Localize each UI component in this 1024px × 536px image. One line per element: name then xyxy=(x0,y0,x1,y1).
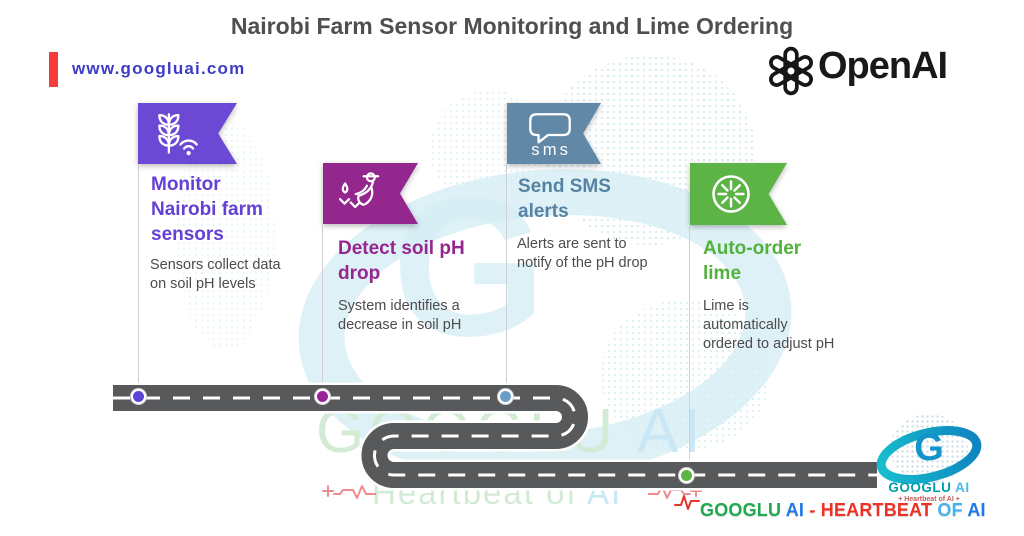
step3-connector-line xyxy=(506,165,507,393)
googlu-logo-tagline: + Heartbeat of AI + xyxy=(898,496,960,503)
googlu-g-watermark-letter: G xyxy=(392,156,547,377)
step1-flag xyxy=(138,103,237,164)
step4-connector-line xyxy=(689,227,690,472)
step1-connector-line xyxy=(138,165,139,393)
page-title: Nairobi Farm Sensor Monitoring and Lime … xyxy=(230,13,794,39)
step3-heading: Send SMS alerts xyxy=(518,176,611,222)
googlu-g-letter: G xyxy=(914,427,944,469)
step2-road-dot xyxy=(315,389,330,404)
lime-slice-icon xyxy=(712,175,750,213)
step4-flag xyxy=(690,163,787,225)
step3-description: Alerts are sent to notify of the pH drop xyxy=(517,236,648,271)
farmer-planting-icon xyxy=(338,172,380,209)
sms-icon-label: sms xyxy=(531,140,571,159)
step4-road-dot xyxy=(679,468,694,483)
step2-flag xyxy=(323,163,418,224)
googlu-ai-logo: G GOOGLU AI + Heartbeat of AI + xyxy=(866,414,996,506)
openai-logo: OpenAI xyxy=(766,44,1016,100)
step2-connector-line xyxy=(322,225,323,393)
wheat-wifi-icon xyxy=(158,113,198,156)
googlu-swoosh-icon xyxy=(876,426,982,484)
website-url[interactable]: www.googluai.com xyxy=(72,59,246,78)
footer-tagline: GOOGLU AI - HEARTBEAT OF AI xyxy=(700,500,986,520)
googlu-logo-name: GOOGLU AI xyxy=(888,480,970,495)
openai-logo-text: OpenAI xyxy=(818,45,948,87)
url-accent-bar xyxy=(49,52,58,87)
step1-road-dot xyxy=(131,389,146,404)
step2-heading: Detect soil pH drop xyxy=(338,238,465,284)
heartbeat-pulse-icon xyxy=(674,495,700,510)
step2-description: System identifies a decrease in soil pH xyxy=(338,298,462,333)
step3-flag: sms xyxy=(507,103,601,164)
openai-knot-icon xyxy=(769,46,813,96)
sms-bubble-icon: sms xyxy=(529,113,571,159)
world-map-dots-texture xyxy=(600,300,770,450)
step4-heading: Auto-order lime xyxy=(703,238,802,284)
step1-heading: Monitor Nairobi farm sensors xyxy=(151,174,263,245)
step1-description: Sensors collect data on soil pH levels xyxy=(150,257,281,292)
step4-description: Lime is automatically ordered to adjust … xyxy=(703,298,835,352)
step3-road-dot xyxy=(498,389,513,404)
heartbeat-pulse-icon xyxy=(322,485,376,499)
